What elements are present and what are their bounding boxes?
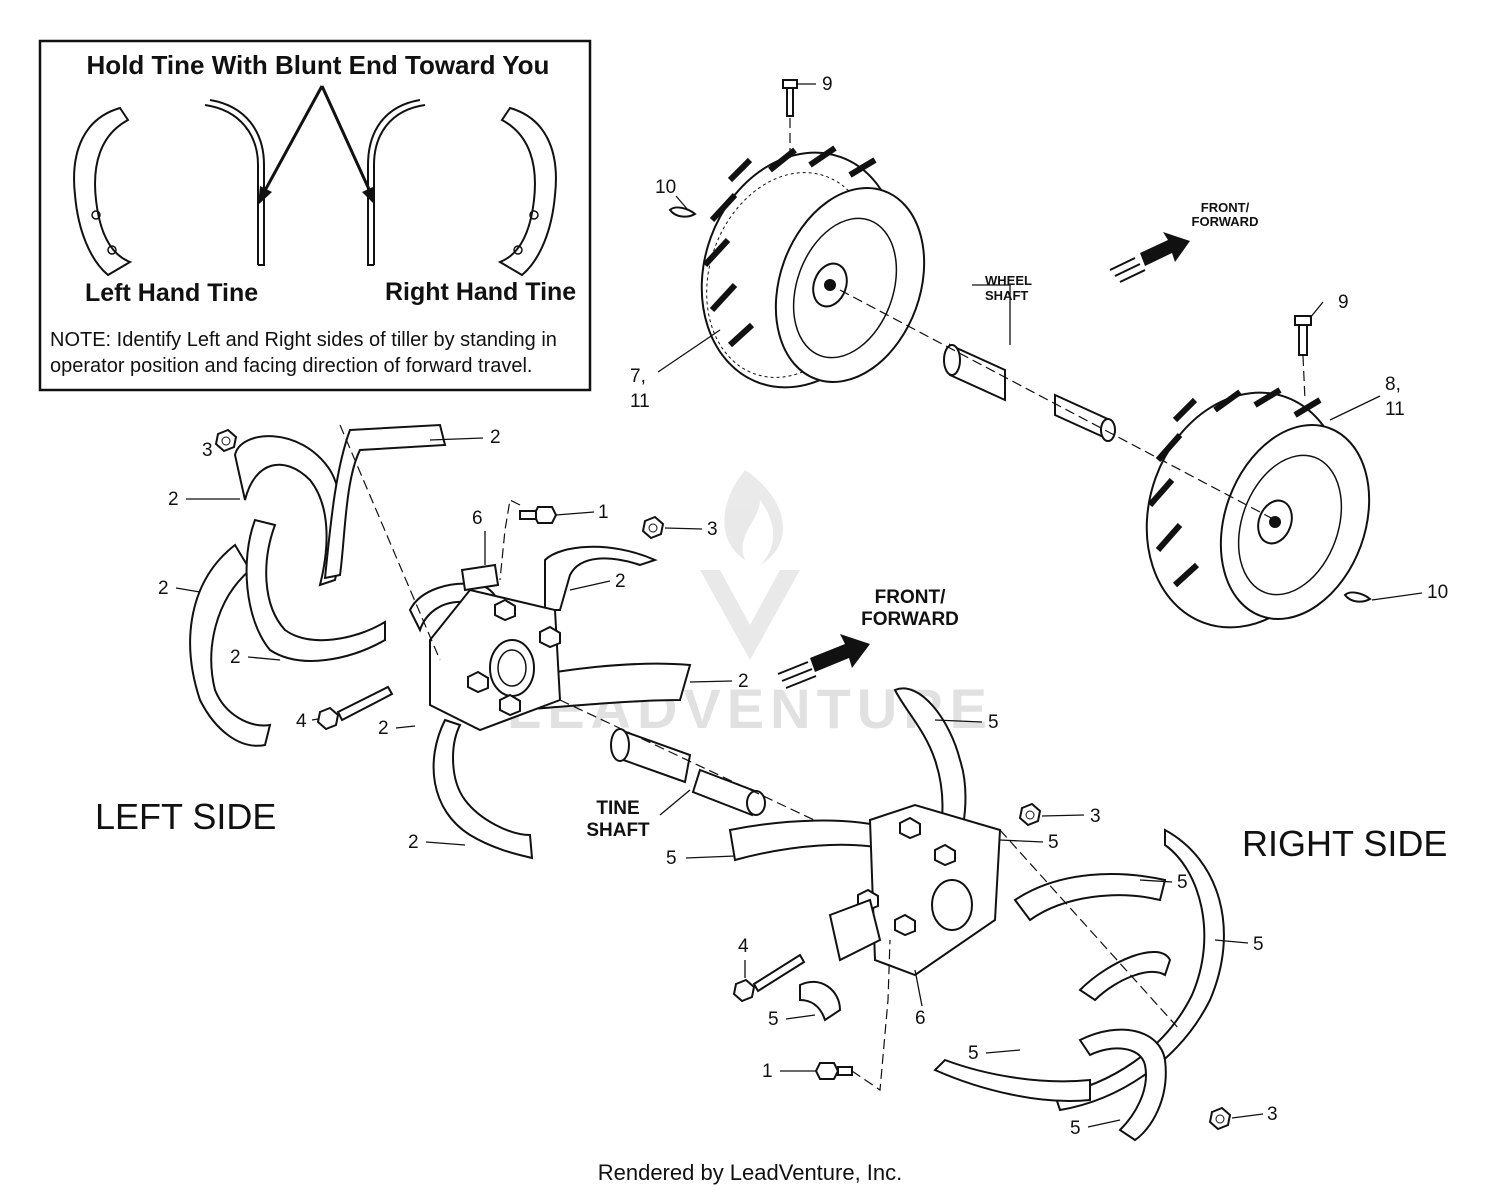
wheel-shaft-label-2: SHAFT [985, 288, 1028, 303]
callout-5-flange: 5 [1048, 832, 1059, 853]
callout-3-mid: 3 [707, 519, 718, 540]
front-forward-top-2: FORWARD [1192, 214, 1259, 229]
callout-6-left: 6 [472, 508, 483, 529]
front-forward-middle-1: FRONT/ [875, 587, 946, 608]
callout-3-top-left: 3 [202, 440, 213, 461]
front-forward-top-1: FRONT/ [1201, 200, 1250, 215]
callout-4-right: 4 [738, 936, 749, 957]
right-tine-flat-icon [497, 106, 557, 277]
callout-2-bottom: 2 [408, 832, 419, 853]
callout-2-left-upper: 2 [168, 489, 179, 510]
callout-6-right: 6 [915, 1008, 926, 1029]
callout-4-left: 4 [296, 711, 307, 732]
callout-1-left: 1 [598, 502, 609, 523]
callout-5-lower-left: 5 [768, 1009, 779, 1030]
tine-orientation-inset: Hold Tine With Blunt End Toward You Left… [38, 39, 592, 392]
wheel-axis-line [839, 289, 1276, 521]
left-tine-assembly [189, 423, 692, 860]
bolt-4-right [732, 953, 806, 1003]
part-labels: WHEEL SHAFT FRONT/ FORWARD FRONT/ FORWAR… [95, 200, 1447, 864]
footer-credit: Rendered by LeadVenture, Inc. [598, 1160, 903, 1185]
forward-arrow-middle [777, 634, 870, 689]
wheel-left [700, 145, 926, 389]
callout-5-right-middle: 5 [1253, 934, 1264, 955]
left-tine-flat-icon [73, 106, 133, 277]
forward-arrow-top [1109, 232, 1190, 283]
nut-3-top-left [214, 428, 238, 453]
callout-2-left-lower: 2 [230, 647, 241, 668]
callout-3-right-lower: 3 [1267, 1104, 1278, 1125]
clip-pin-10-right [1343, 591, 1372, 603]
callout-5-lower-middle: 5 [968, 1043, 979, 1064]
right-tine-assembly [728, 687, 1225, 1142]
callout-5-right-upper: 5 [1177, 872, 1188, 893]
front-forward-middle-2: FORWARD [861, 609, 959, 630]
callout-3-right-upper: 3 [1090, 806, 1101, 827]
hitch-pin-9-top [782, 79, 798, 160]
hitch-pin-9-right [1294, 315, 1312, 401]
callout-8: 8, [1385, 374, 1401, 395]
tine-shaft-label-2: SHAFT [586, 820, 650, 841]
nut-3-mid [641, 515, 665, 540]
callout-10-top: 10 [655, 177, 676, 198]
callout-5-top: 5 [988, 712, 999, 733]
callout-5-left: 5 [666, 848, 677, 869]
wheel-shaft-label-1: WHEEL [985, 273, 1032, 288]
inset-title: Hold Tine With Blunt End Toward You [87, 50, 550, 80]
note-line-2: operator position and facing direction o… [50, 355, 533, 377]
callout-5-bottom: 5 [1070, 1118, 1081, 1139]
blunt-end-arrows [260, 85, 374, 197]
bolt-1-left [499, 499, 558, 581]
right-tine-edge-icon [367, 99, 426, 266]
right-hand-tine-label: Right Hand Tine [385, 278, 576, 306]
callout-2-right-arm: 2 [738, 671, 749, 692]
callout-11-left: 11 [630, 391, 650, 412]
callout-9-top: 9 [822, 74, 833, 95]
nut-3-right-lower [1208, 1106, 1232, 1131]
callout-7: 7, [630, 366, 646, 387]
note-line-1: NOTE: Identify Left and Right sides of t… [50, 329, 557, 351]
callout-numbers: 9 10 7, 11 9 8, 11 10 3 2 2 2 2 1 6 3 2 … [158, 74, 1448, 1139]
callout-2-left-middle: 2 [158, 578, 169, 599]
left-side-label: LEFT SIDE [95, 796, 276, 837]
callout-2-bolt: 2 [378, 718, 389, 739]
leader-lines [175, 83, 1423, 1128]
right-side-label: RIGHT SIDE [1242, 823, 1447, 864]
callout-10-right: 10 [1427, 582, 1448, 603]
wheel-shaft [839, 289, 1276, 521]
clip-pin-10-top [668, 206, 697, 218]
left-tine-edge-icon [204, 99, 265, 266]
bolt-4-left [316, 685, 394, 731]
left-hand-tine-label: Left Hand Tine [85, 279, 258, 307]
callout-9-right: 9 [1338, 292, 1349, 313]
nut-3-right-upper [1018, 802, 1042, 827]
callout-1-right: 1 [762, 1061, 773, 1082]
wheel-right [1145, 387, 1371, 629]
callout-2-center: 2 [615, 571, 626, 592]
callout-11-right: 11 [1385, 399, 1405, 420]
callout-2-top: 2 [490, 427, 501, 448]
tine-shaft-label-1: TINE [596, 798, 639, 819]
